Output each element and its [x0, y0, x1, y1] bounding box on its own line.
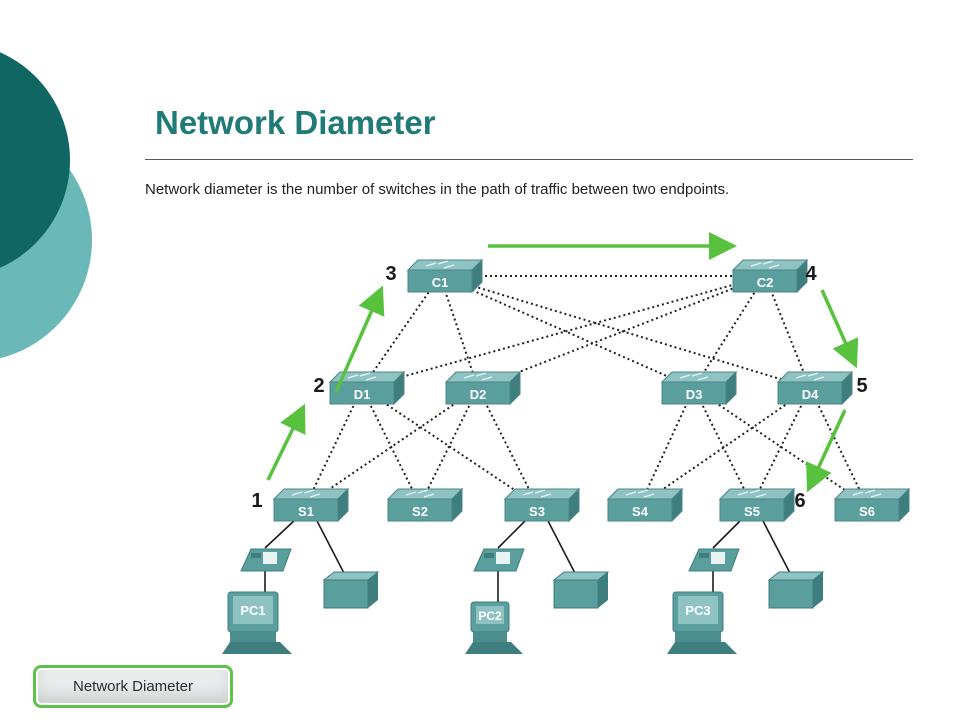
switch-s3[interactable]: S3 — [503, 487, 581, 523]
link-d1-s2 — [361, 387, 421, 506]
ip-phone-icon — [240, 548, 292, 572]
link-c1-d4 — [439, 275, 811, 389]
hop-label-2: 2 — [313, 375, 324, 397]
pc-label-pc1: PC1 — [240, 603, 265, 618]
link-d2-s2 — [419, 387, 479, 506]
switch-label-s6: S6 — [859, 504, 875, 519]
ip-phone-icon — [688, 548, 740, 572]
switch-d1[interactable]: D1 — [328, 370, 406, 406]
pc-label-pc2: PC2 — [478, 609, 502, 623]
link-d3-s5 — [693, 387, 753, 506]
path-arrow-1 — [266, 403, 306, 481]
link-c2-d1 — [361, 275, 766, 389]
switch-s5[interactable]: S5 — [718, 487, 796, 523]
link-c2-d3 — [693, 275, 766, 389]
printer-icon — [767, 571, 825, 609]
switch-label-c1: C1 — [432, 275, 449, 290]
link-c2-d4 — [764, 275, 811, 389]
pc-pc3[interactable]: PC3 — [667, 591, 737, 654]
description-text: Network diameter is the number of switch… — [145, 181, 730, 198]
hop-label-5: 5 — [856, 375, 867, 397]
hop-label-1: 1 — [251, 490, 262, 512]
pc-label-pc3: PC3 — [685, 603, 710, 618]
pc-pc1[interactable]: PC1 — [222, 591, 292, 654]
link-d1-s1 — [305, 387, 363, 506]
page-title: Network Diameter — [155, 104, 436, 141]
network-diameter-button[interactable]: Network Diameter — [33, 665, 233, 708]
host-link — [546, 518, 578, 578]
switch-label-d2: D2 — [470, 387, 487, 402]
host-link — [712, 518, 743, 549]
switch-c2[interactable]: C2 — [731, 258, 809, 294]
hop-label-4: 4 — [805, 263, 817, 285]
switch-label-d3: D3 — [686, 387, 703, 402]
link-d4-s5 — [751, 387, 811, 506]
switch-label-s3: S3 — [529, 504, 545, 519]
host-links-layer — [264, 518, 793, 603]
path-arrow-5 — [806, 409, 847, 493]
link-c1-d3 — [439, 275, 695, 389]
link-d3-s4 — [639, 387, 695, 506]
hop-label-6: 6 — [794, 490, 805, 512]
switch-label-s5: S5 — [744, 504, 760, 519]
switch-label-c2: C2 — [757, 275, 774, 290]
path-arrow-2 — [334, 285, 385, 393]
switch-label-d4: D4 — [802, 387, 819, 402]
switch-s6[interactable]: S6 — [833, 487, 911, 523]
link-d4-s6 — [809, 387, 868, 506]
path-arrows-layer — [266, 232, 859, 493]
switch-s1[interactable]: S1 — [272, 487, 350, 523]
switch-label-s1: S1 — [298, 504, 314, 519]
network-diameter-button-label: Network Diameter — [72, 678, 194, 695]
switch-d3[interactable]: D3 — [660, 370, 738, 406]
switch-d2[interactable]: D2 — [444, 370, 522, 406]
switch-s4[interactable]: S4 — [606, 487, 684, 523]
host-link — [315, 518, 347, 578]
switch-s2[interactable]: S2 — [386, 487, 464, 523]
printer-icon — [552, 571, 610, 609]
path-arrow-4 — [820, 289, 859, 369]
printer-icon — [322, 571, 380, 609]
switch-label-s4: S4 — [632, 504, 649, 519]
link-d4-s4 — [639, 387, 811, 506]
link-c2-d2 — [477, 275, 766, 389]
ip-phone-icon — [473, 548, 525, 572]
hop-label-3: 3 — [385, 263, 396, 285]
title-divider — [145, 159, 913, 160]
hop-labels-layer: 1 2 3 4 5 6 — [251, 263, 867, 512]
switch-c1[interactable]: C1 — [406, 258, 484, 294]
switch-label-s2: S2 — [412, 504, 428, 519]
dark-teal-circle — [0, 52, 70, 268]
host-link — [497, 518, 528, 549]
switch-label-d1: D1 — [354, 387, 371, 402]
links-layer — [305, 275, 868, 506]
link-d2-s3 — [477, 387, 538, 506]
host-link — [761, 518, 793, 578]
switch-d4[interactable]: D4 — [776, 370, 854, 406]
host-link — [264, 518, 297, 549]
pc-pc2[interactable]: PC2 — [465, 601, 523, 654]
link-c1-d2 — [439, 275, 479, 389]
link-c1-d1 — [361, 275, 441, 389]
